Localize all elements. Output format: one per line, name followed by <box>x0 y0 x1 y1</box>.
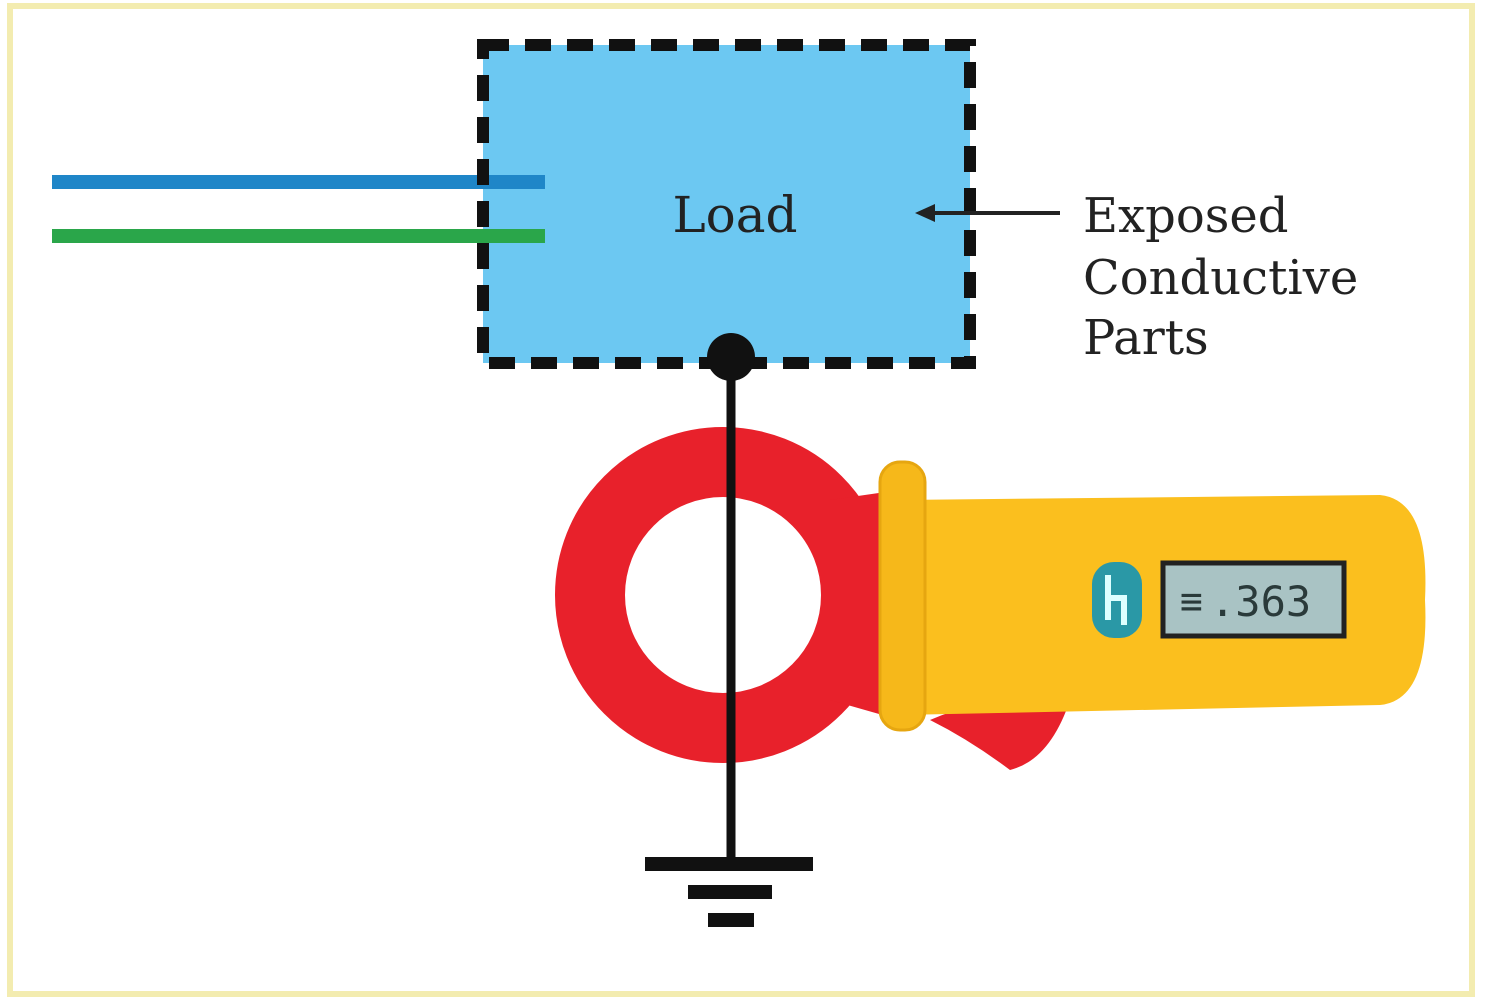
annotation-line-2: Conductive <box>1083 250 1358 306</box>
meter-reading: .363 <box>1210 577 1311 626</box>
load-box-border <box>477 39 976 369</box>
ground-connection-node <box>707 333 755 381</box>
load-box <box>483 45 970 363</box>
lcd-indicator: ≡ <box>1180 579 1203 623</box>
annotation-line-3: Parts <box>1083 310 1209 366</box>
logo-glyph <box>1105 575 1127 625</box>
ground-symbol-bar-1 <box>645 857 813 871</box>
ground-symbol-bar-2 <box>688 885 772 899</box>
annotation-arrowhead <box>915 204 935 222</box>
load-label: Load <box>672 186 797 244</box>
ground-symbol-bar-3 <box>708 913 754 927</box>
annotation-line-1: Exposed <box>1083 188 1289 244</box>
meter-lcd <box>1160 560 1347 639</box>
meter-collar <box>878 460 927 732</box>
clamp-trigger <box>930 697 1070 770</box>
